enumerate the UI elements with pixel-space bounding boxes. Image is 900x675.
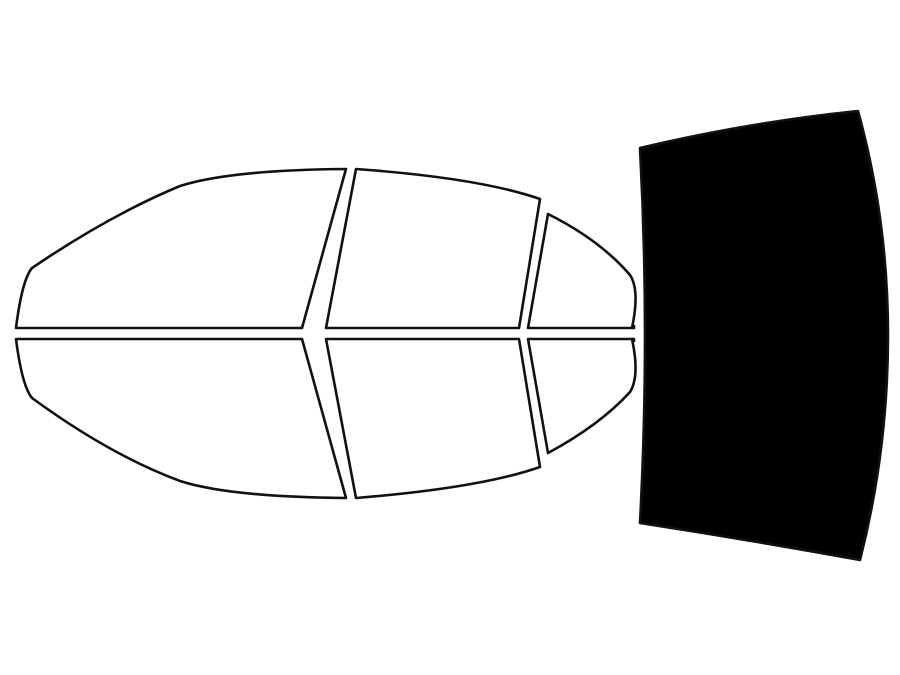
top-rear-door-window[interactable] (324, 167, 542, 330)
windshield[interactable] (638, 109, 890, 562)
bottom-front-vent-window[interactable] (630, 337, 636, 343)
bottom-front-door-window[interactable] (526, 337, 637, 455)
top-rear-quarter-window[interactable] (14, 167, 348, 330)
bottom-rear-door-window[interactable] (324, 337, 542, 500)
top-front-vent-window[interactable] (630, 324, 636, 330)
bottom-rear-quarter-window[interactable] (14, 337, 348, 500)
top-front-door-window[interactable] (526, 212, 637, 330)
